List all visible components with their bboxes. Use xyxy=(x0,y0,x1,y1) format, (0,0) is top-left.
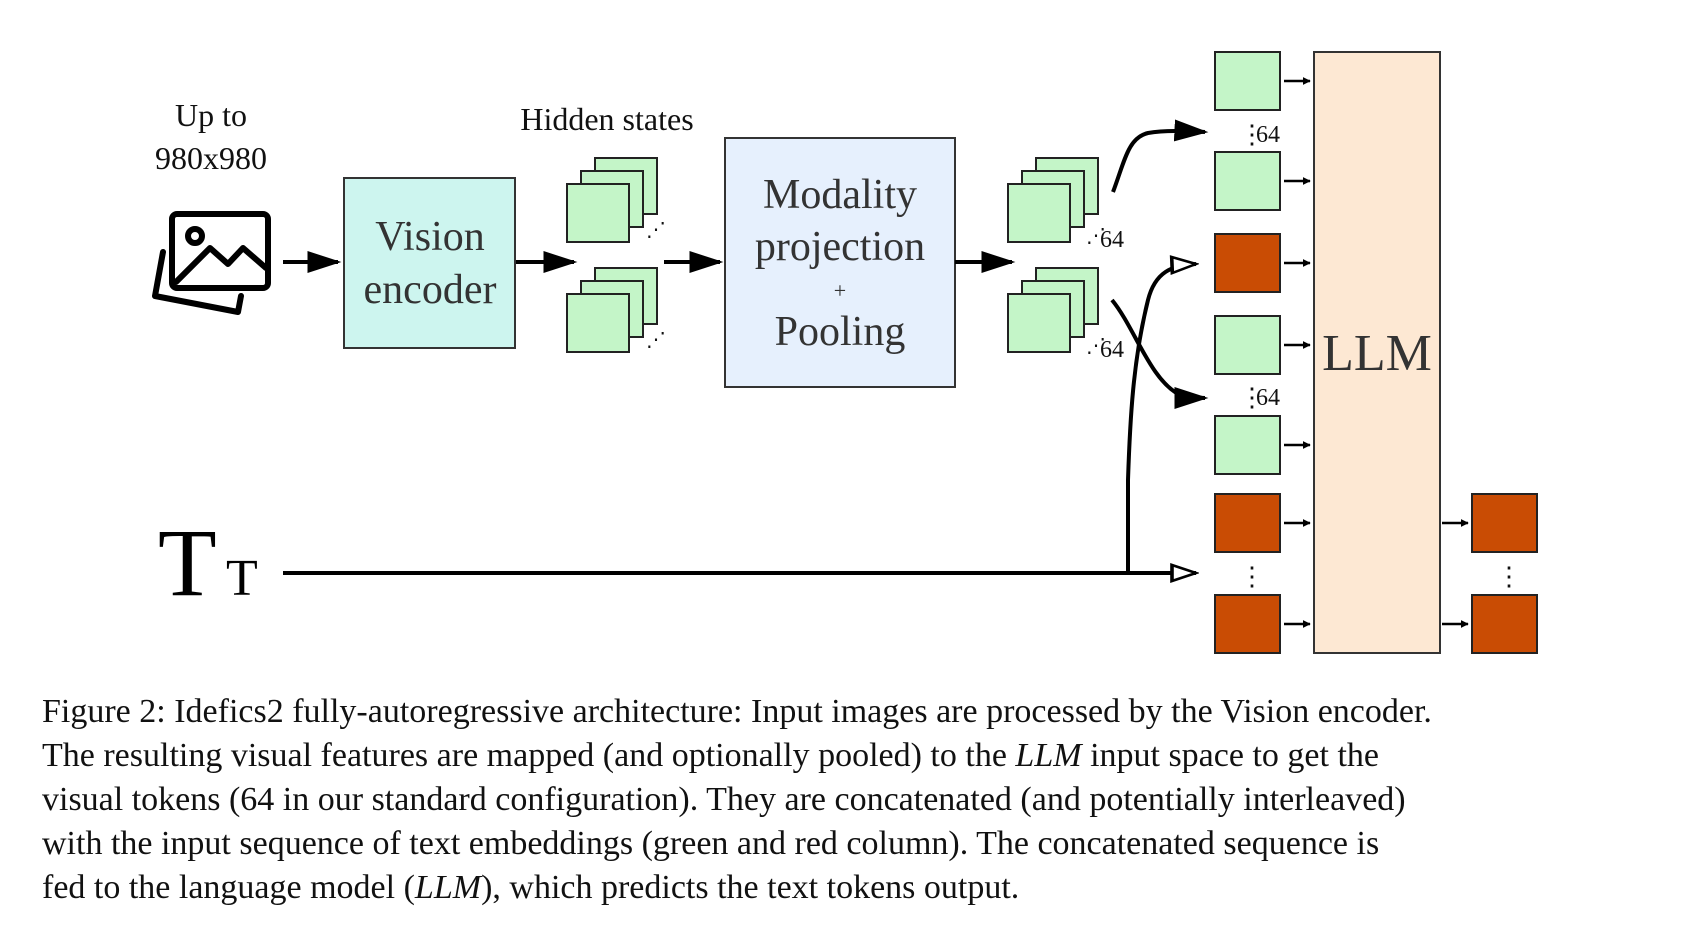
output-token-1 xyxy=(1471,493,1538,553)
arrow-pooled-1-to-llm-input xyxy=(1111,119,1209,193)
caption-line-5c: ), which predicts the text tokens output… xyxy=(481,869,1020,906)
pooled-ellipsis-1: ⋰ xyxy=(1086,225,1106,247)
arrow-pooled-2-to-llm-input xyxy=(1110,298,1209,409)
pooled-count-2: 64 xyxy=(1100,337,1124,363)
modality-plus: + xyxy=(834,278,846,303)
pooled-stack-2 xyxy=(1007,267,1099,353)
token-count-1: 64 xyxy=(1256,122,1280,148)
token-green-3 xyxy=(1214,315,1281,375)
caption-line-3: visual tokens (64 in our standard config… xyxy=(42,781,1406,818)
text-symbol-small: T xyxy=(226,550,258,607)
llm-box xyxy=(1313,51,1441,654)
hidden-states-label: Hidden states xyxy=(520,101,693,137)
caption-line-2a: The resulting visual features are mapped… xyxy=(42,737,1016,774)
token-red-2 xyxy=(1214,493,1281,553)
vision-encoder-label-1: Vision xyxy=(375,214,485,260)
token-count-2: 64 xyxy=(1256,385,1280,411)
output-ellipsis: ⋮ xyxy=(1496,562,1522,591)
hidden-states-ellipsis-1: ⋰ xyxy=(646,219,666,241)
token-ellipsis-3: ⋮ xyxy=(1239,562,1265,591)
vision-encoder-label-2: encoder xyxy=(364,267,497,313)
modality-label-2: projection xyxy=(755,224,925,270)
input-token-column xyxy=(1214,51,1281,654)
input-size-label-1: Up to xyxy=(175,97,247,133)
token-green-1 xyxy=(1214,51,1281,111)
hidden-states-stack-1 xyxy=(566,157,658,243)
token-to-llm-arrows xyxy=(1284,77,1311,628)
token-ellipsis-1: ⋮ xyxy=(1239,120,1265,149)
architecture-diagram: Up to 980x980 Vision encoder Hidden stat… xyxy=(152,51,1538,654)
pooled-ellipsis-2: ⋰ xyxy=(1086,335,1106,357)
image-icon xyxy=(152,211,271,315)
figure-caption: Figure 2: Idefics2 fully-autoregressive … xyxy=(42,690,1662,910)
token-green-2 xyxy=(1214,151,1281,211)
modality-label-3: Pooling xyxy=(775,309,906,355)
token-green-4 xyxy=(1214,415,1281,475)
hidden-states-stack-2 xyxy=(566,267,658,353)
modality-label-1: Modality xyxy=(763,172,917,218)
input-size-label-2: 980x980 xyxy=(155,140,267,176)
vision-encoder-box xyxy=(343,177,516,349)
output-token-column xyxy=(1471,493,1538,654)
token-red-1 xyxy=(1214,233,1281,293)
caption-llm-italic-1: LLM xyxy=(1015,737,1082,774)
caption-line-5: fed to the language model (LLM), which p… xyxy=(42,866,1662,910)
caption-line-5a: fed to the language model ( xyxy=(42,869,415,906)
caption-llm-italic-2: LLM xyxy=(414,869,482,906)
caption-line-2: The resulting visual features are mapped… xyxy=(42,734,1662,778)
text-branch-arrow xyxy=(1126,264,1196,573)
caption-line-1: Figure 2: Idefics2 fully-autoregressive … xyxy=(42,693,1432,730)
hidden-states-ellipsis-2: ⋰ xyxy=(646,329,666,351)
pooled-stack-1 xyxy=(1007,157,1099,243)
llm-label: LLM xyxy=(1322,325,1432,382)
token-red-3 xyxy=(1214,594,1281,654)
llm-output-arrows xyxy=(1442,519,1469,628)
caption-line-2c: input space to get the xyxy=(1081,737,1379,774)
text-symbol: T xyxy=(158,509,217,616)
modality-projection-box xyxy=(724,137,956,388)
token-ellipsis-2: ⋮ xyxy=(1239,383,1265,412)
caption-line-4: with the input sequence of text embeddin… xyxy=(42,825,1380,862)
output-token-2 xyxy=(1471,594,1538,654)
pooled-count-1: 64 xyxy=(1100,227,1124,253)
